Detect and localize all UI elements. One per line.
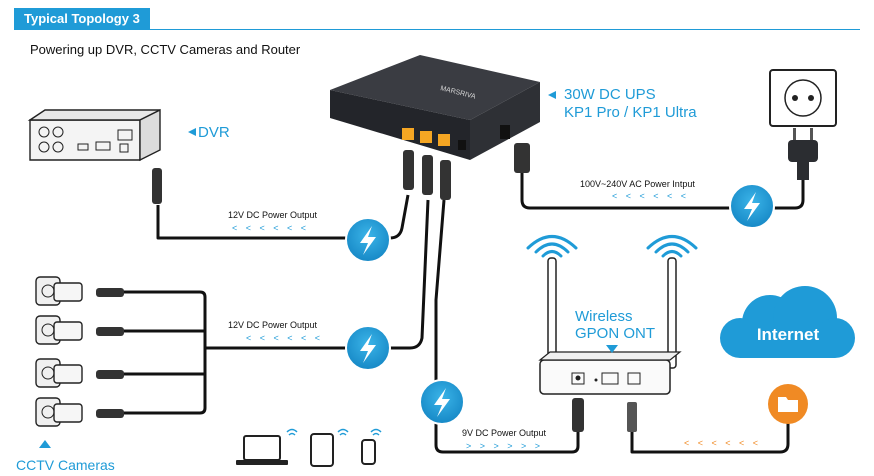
cctv-camera-icon: [35, 276, 124, 306]
ont-pointer-icon: [606, 345, 618, 353]
folder-icon: [768, 384, 808, 424]
ups-port-1: [402, 128, 414, 140]
bolt-icon: [419, 379, 465, 425]
cable-cam-trunk: [205, 199, 430, 350]
bolt-icon: [345, 325, 391, 371]
ups-label: 30W DC UPS: [564, 86, 656, 103]
ont-label-2: GPON ONT: [575, 325, 656, 342]
pointer-markers: [39, 91, 618, 448]
cable-internet: [630, 420, 790, 454]
dvr-device: [27, 108, 162, 204]
ups-device: MARSRIVA: [330, 55, 540, 160]
bolt-icon: [345, 217, 391, 263]
tablet-icon: [310, 433, 334, 467]
dvr-flow-arrows: < < < < < <: [232, 223, 310, 233]
ont-output-label: 9V DC Power Output: [462, 428, 547, 438]
bolt-icon: [729, 183, 775, 229]
cable-ac: [520, 172, 805, 210]
ups-model: KP1 Pro / KP1 Ultra: [564, 104, 697, 121]
wall-socket-icon: [769, 69, 837, 180]
dvr-output-label: 12V DC Power Output: [228, 210, 318, 220]
cable-ont: [434, 199, 580, 454]
section-rule: [14, 29, 860, 30]
ont-flow-arrows: > > > > > >: [466, 441, 544, 451]
client-wifi-signal: [286, 428, 382, 436]
ont-wifi-signal: [526, 235, 698, 258]
ups-port-2: [420, 131, 432, 143]
ac-input-label: 100V~240V AC Power Intput: [580, 179, 695, 189]
laptop-icon: [236, 435, 288, 465]
cam-output-label: 12V DC Power Output: [228, 320, 318, 330]
section-tag: Typical Topology 3: [14, 8, 150, 30]
ont-router-device: [538, 257, 682, 432]
cctv-camera-icon: [35, 315, 124, 345]
phone-icon: [361, 439, 376, 465]
cctv-camera-icon: [35, 358, 124, 388]
cameras-label: CCTV Cameras: [16, 457, 115, 473]
ups-pointer-icon: [548, 91, 556, 99]
cable-cameras: [120, 290, 207, 415]
ont-label-1: Wireless: [575, 308, 633, 325]
internet-cloud-icon: Internet: [720, 286, 855, 358]
internet-flow-arrows: < < < < < <: [684, 438, 762, 448]
cam-flow-arrows: < < < < < <: [246, 333, 324, 343]
internet-label: Internet: [757, 325, 820, 344]
diagram-subtitle: Powering up DVR, CCTV Cameras and Router: [30, 42, 301, 57]
cameras-pointer-icon: [39, 440, 51, 448]
ups-port-3: [438, 134, 450, 146]
ups-dc-plugs: [403, 150, 451, 200]
dvr-label: DVR: [198, 124, 230, 141]
cctv-camera-group: [35, 276, 124, 427]
ups-ac-plug: [514, 143, 530, 173]
dvr-pointer-icon: [188, 128, 196, 136]
cctv-camera-icon: [35, 397, 124, 427]
ac-flow-arrows: < < < < < <: [612, 191, 690, 201]
